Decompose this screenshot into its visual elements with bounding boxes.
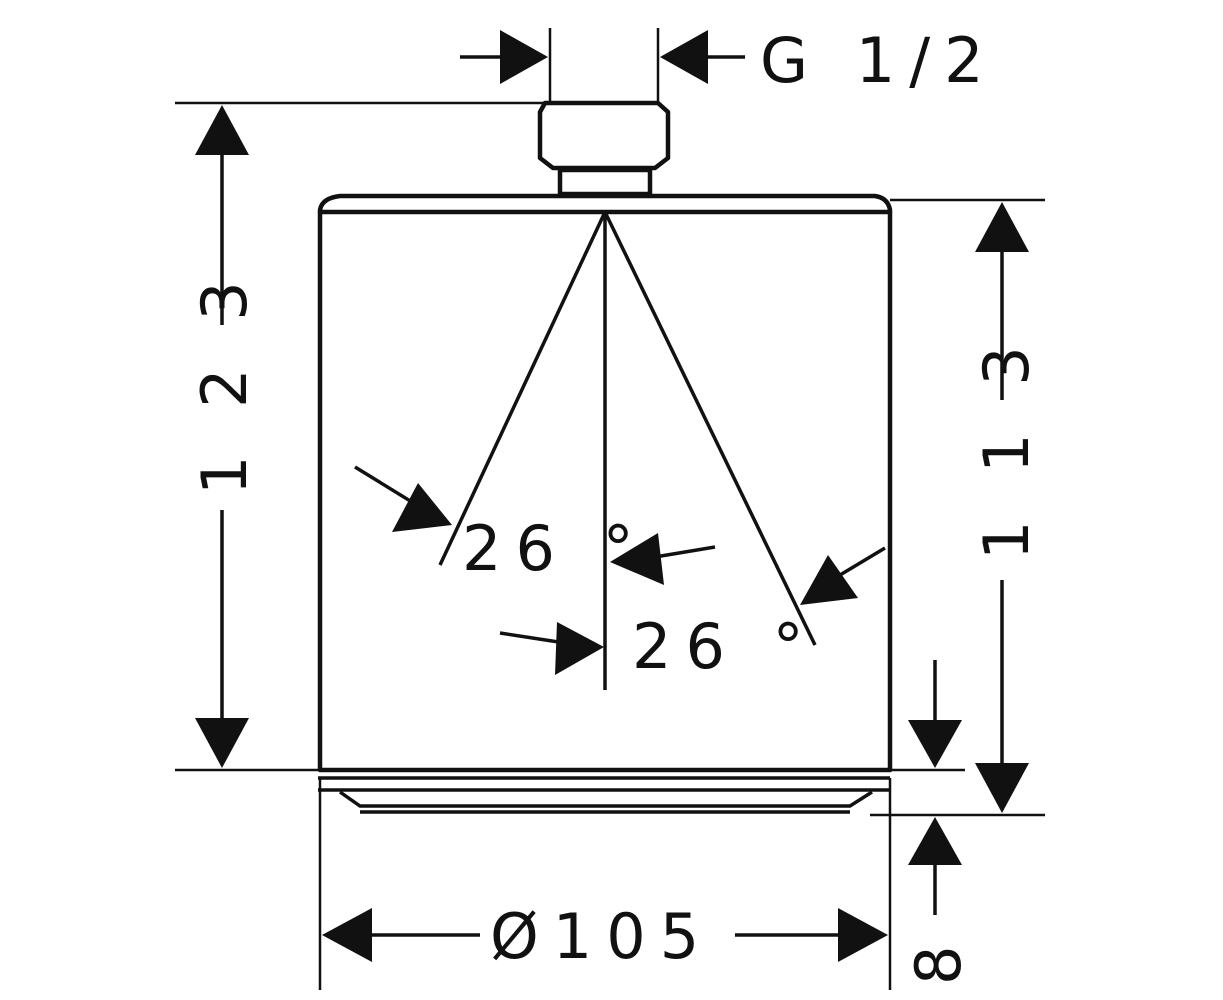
arrow-angle-left-a: [392, 483, 452, 532]
spray-face: [338, 790, 873, 808]
connector-neck: [557, 167, 653, 197]
shower-head-outline: [317, 100, 893, 814]
arrow-right-105: [838, 908, 888, 962]
arrow-down-8: [908, 720, 962, 768]
arrow-right-thread: [500, 30, 548, 84]
angle-annotation-left: 26 °: [354, 465, 716, 585]
arrow-down-113: [975, 763, 1029, 813]
arrow-angle-right-b: [800, 555, 858, 605]
spray-line-right: [603, 211, 817, 646]
connector-nut: [537, 100, 671, 171]
arrow-angle-left-b: [610, 533, 664, 585]
dim-spray-angle-right: 26 °: [632, 610, 818, 683]
dimension-diameter: Ø105: [322, 900, 888, 973]
arrow-left-105: [322, 908, 372, 962]
extension-lines: [175, 28, 1045, 990]
dimension-bottom-offset: 8: [902, 660, 975, 985]
dim-total-height: 1 2 3: [188, 267, 261, 495]
arrow-angle-right-a: [555, 622, 604, 675]
dimension-thread: G 1/2: [460, 24, 998, 97]
spray-angle-lines: [438, 211, 817, 690]
arrow-down-123: [195, 718, 249, 768]
dimension-body-height: 1 1 3: [970, 202, 1043, 813]
arrow-left-thread: [660, 30, 708, 84]
dim-body-height: 1 1 3: [970, 332, 1043, 560]
arrow-up-123: [195, 105, 249, 155]
arrow-up-8: [908, 817, 962, 865]
head-body: [317, 212, 893, 773]
dimension-total-height: 1 2 3: [188, 105, 261, 768]
arrow-up-113: [975, 202, 1029, 252]
angle-annotation-right: 26 °: [499, 546, 886, 683]
dim-spray-angle-left: 26 °: [462, 512, 648, 585]
head-top-cap: [317, 193, 893, 215]
dim-diameter: Ø105: [490, 900, 713, 973]
dim-bottom-offset: 8: [902, 932, 975, 985]
spray-line-left: [438, 211, 607, 566]
dim-thread: G 1/2: [760, 24, 998, 97]
